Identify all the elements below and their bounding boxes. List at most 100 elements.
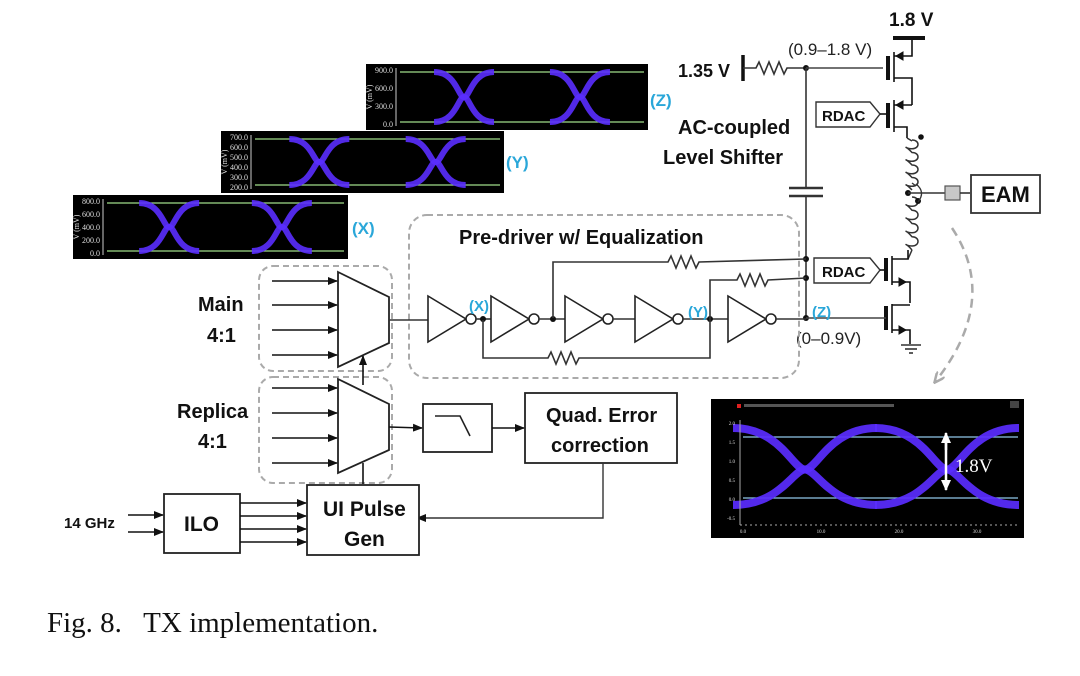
swing-label: 1.8V (955, 456, 993, 477)
clock-input-label: 14 GHz (64, 515, 115, 532)
predriver-label: Pre-driver w/ Equalization (459, 227, 704, 249)
rdac-bottom-block: RDAC (813, 257, 881, 284)
output-eye-xtick-label: 20.0 (895, 530, 904, 535)
svg-text:RDAC: RDAC (822, 108, 865, 125)
eye-tick-label: 600.0 (230, 143, 248, 152)
inverter (564, 294, 605, 344)
junction-dot (480, 316, 486, 322)
eye-trace (405, 136, 467, 188)
inductor-top (905, 137, 919, 191)
eye-tick-label: 0.0 (90, 249, 100, 258)
svg-text:correction: correction (551, 435, 649, 457)
output-eye-tick-label: 2.0 (729, 422, 736, 427)
replica-mux (337, 377, 390, 475)
output-eye-tick-label: 0.0 (729, 498, 736, 503)
output-eye-xtick-label: 0.0 (740, 530, 747, 535)
ilo-block: ILO (163, 493, 241, 554)
eye-trace (138, 200, 200, 254)
eye-tick-label: 900.0 (375, 66, 393, 75)
main-mux (337, 270, 390, 369)
inverter-bubble (672, 313, 684, 325)
eye-label-y: (Y) (506, 153, 529, 172)
eye-ylabel: V (mV) (72, 214, 81, 239)
replica-mux-label-2: 4:1 (198, 431, 227, 453)
eye-tick-label: 0.0 (383, 120, 393, 129)
inductor-bottom (905, 196, 919, 260)
svg-text:RDAC: RDAC (822, 264, 865, 281)
eye-tick-label: 300.0 (230, 173, 248, 182)
eq-resistor-2 (709, 271, 807, 318)
nmos-bottom (884, 304, 911, 344)
inverter (727, 294, 768, 344)
vdd-1p8-label: 1.8 V (889, 10, 934, 31)
eq-resistor-3 (482, 318, 711, 367)
inverter (490, 294, 531, 344)
eye-tick-label: 300.0 (375, 102, 393, 111)
main-mux-label-2: 4:1 (207, 325, 236, 347)
svg-text:Gen: Gen (344, 528, 385, 551)
ground-icon (901, 344, 921, 354)
eye-tick-label: 400.0 (82, 223, 100, 232)
node-x-label: (X) (469, 298, 489, 315)
replica-mux-group (258, 376, 393, 484)
eye-label-x: (X) (352, 219, 375, 238)
quad-error-correction-block: Quad. Error correction (524, 392, 678, 464)
inductor-coil (905, 196, 919, 251)
zoom-arrow (935, 227, 974, 382)
pmos-mid (886, 100, 912, 138)
eam-block: EAM (970, 174, 1041, 214)
rdac-top-block: RDAC (815, 101, 881, 128)
eye-ylabel: V (mV) (365, 84, 374, 109)
level-shifter-label-2: Level Shifter (663, 147, 783, 169)
output-eye-tick-label: 0.5 (729, 479, 736, 484)
svg-text:EAM: EAM (981, 182, 1030, 207)
eye-tick-label: 200.0 (230, 183, 248, 192)
output-eye-trace (732, 424, 878, 509)
output-eye-xtick-label: 10.0 (817, 530, 826, 535)
gate-swing-top-label: (0.9–1.8 V) (788, 40, 872, 59)
node-z-label: (Z) (812, 304, 831, 321)
eye-tick-label: 800.0 (82, 197, 100, 206)
eye-tick-label: 400.0 (230, 163, 248, 172)
main-mux-label-1: Main (198, 294, 244, 316)
node-y-label: (Y) (688, 304, 708, 321)
figure-caption: Fig. 8. TX implementation. (47, 607, 379, 639)
eye-tick-label: 700.0 (230, 133, 248, 142)
gate-swing-bottom-label: (0–0.9V) (796, 329, 861, 348)
lowpass-icon (435, 415, 471, 437)
svg-text:ILO: ILO (184, 513, 219, 536)
eye-trace (433, 69, 495, 125)
eye-tick-label: 500.0 (230, 153, 248, 162)
eye-tick-label: 600.0 (375, 84, 393, 93)
inductor-coil (905, 139, 919, 191)
eq-resistor-1 (552, 253, 807, 318)
pmos-top (886, 38, 913, 105)
output-eye-plot (711, 399, 1024, 538)
inverter (634, 294, 675, 344)
inverter-bubble (602, 313, 614, 325)
inverter-bubble (765, 313, 777, 325)
output-eye-tick-label: 1.0 (729, 460, 736, 465)
output-eye-tick-label: -0.5 (727, 517, 735, 522)
eye-trace (251, 200, 313, 254)
inverter-chain (409, 294, 806, 344)
eye-tick-label: 600.0 (82, 210, 100, 219)
main-mux-group (258, 265, 393, 372)
junction-dot (550, 316, 556, 322)
svg-text:UI Pulse: UI Pulse (323, 498, 406, 521)
output-eye-xtick-label: 30.0 (973, 530, 982, 535)
inverter-bubble (528, 313, 540, 325)
replica-mux-label-1: Replica (177, 401, 249, 423)
eye-trace (549, 69, 611, 125)
ui-pulse-gen-block: UI Pulse Gen (306, 484, 420, 556)
eye-label-z: (Z) (650, 91, 672, 110)
bias-resistor (743, 59, 806, 77)
output-eye-tick-label: 1.5 (729, 441, 736, 446)
eye-trace (288, 136, 350, 188)
bias-1p35-label: 1.35 V (678, 61, 730, 81)
pad (944, 185, 961, 201)
svg-text:Quad. Error: Quad. Error (546, 405, 657, 427)
predriver-group (408, 214, 800, 379)
eye-ylabel: V (mV) (220, 149, 229, 174)
